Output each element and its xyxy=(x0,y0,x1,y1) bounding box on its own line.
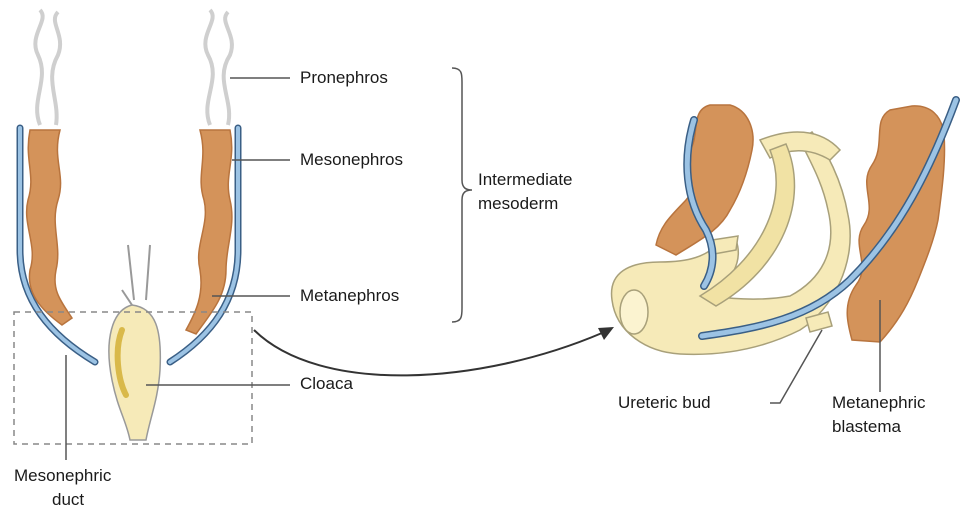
label-mesonephros: Mesonephros xyxy=(300,150,403,170)
label-intermediate-mesoderm-line2: mesoderm xyxy=(478,194,558,214)
left-leader-lines xyxy=(66,78,290,460)
label-mesonephric-duct-line1: Mesonephric xyxy=(14,466,111,486)
right-pronephros-remnant xyxy=(205,10,232,125)
right-nephric-cord xyxy=(170,128,238,362)
label-cloaca: Cloaca xyxy=(300,374,353,394)
cloaca xyxy=(109,245,160,440)
label-ureteric-bud: Ureteric bud xyxy=(618,393,711,413)
label-metanephric-blastema-line2: blastema xyxy=(832,417,901,437)
left-pronephros-remnant xyxy=(35,10,60,125)
label-metanephric-blastema-line1: Metanephric xyxy=(832,393,926,413)
label-metanephros: Metanephros xyxy=(300,286,399,306)
left-nephric-cord xyxy=(20,128,95,362)
magnify-arrow xyxy=(254,327,614,375)
label-ureteric-bud-part1: Ureteric xyxy=(618,393,678,412)
label-pronephros: Pronephros xyxy=(300,68,388,88)
label-intermediate-mesoderm-line1: Intermediate xyxy=(478,170,573,190)
label-ureteric-bud-part2: bud xyxy=(682,393,710,412)
label-mesonephric-duct-line2: duct xyxy=(52,490,84,510)
intermediate-mesoderm-brace xyxy=(452,68,472,322)
